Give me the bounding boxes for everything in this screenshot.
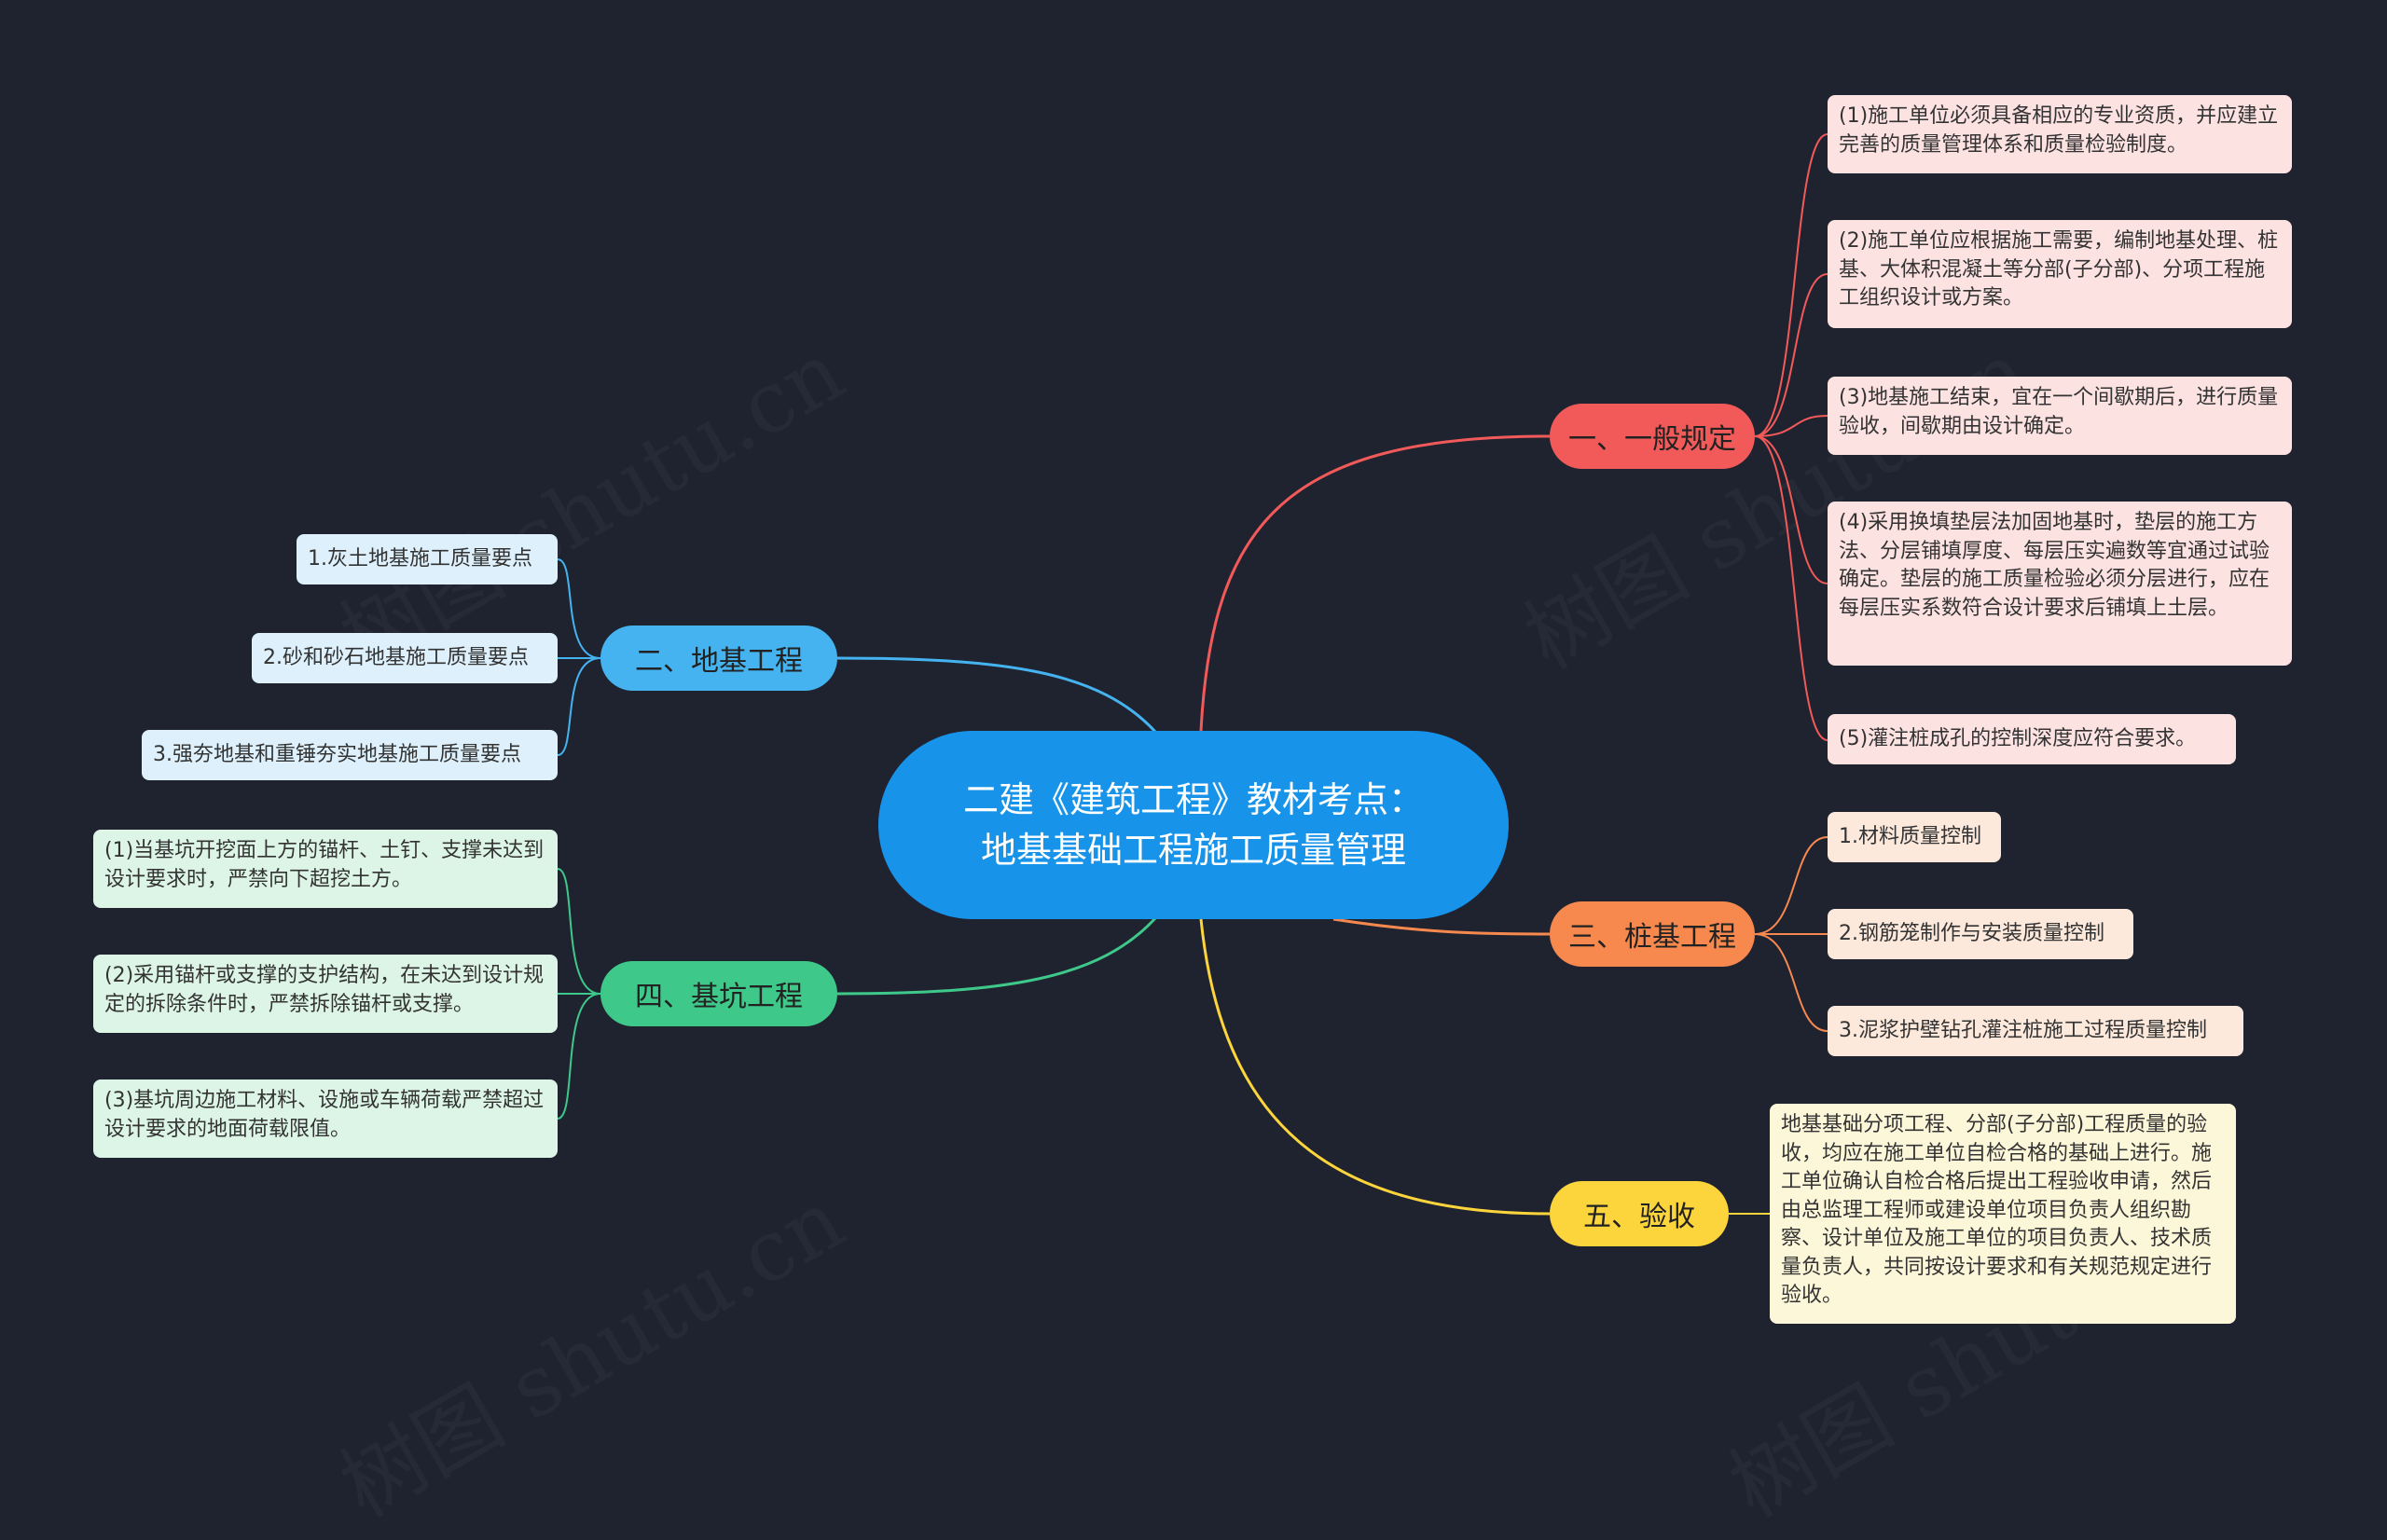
leaf-text: 1.灰土地基施工质量要点: [308, 546, 532, 571]
leaf-text: (2)采用锚杆或支撑的支护结构，在未达到设计规定的拆除条件时，严禁拆除锚杆或支撑…: [104, 964, 545, 1016]
leaf-pile-2[interactable]: 2.钢筋笼制作与安装质量控制: [1828, 909, 2133, 959]
leaf-text: (1)施工单位必须具备相应的专业资质，并应建立完善的质量管理体系和质量检验制度。: [1839, 104, 2279, 157]
leaf-text: (4)采用换填垫层法加固地基时，垫层的施工方法、分层铺填厚度、每层压实遍数等宜通…: [1839, 511, 2270, 620]
leaf-pile-1[interactable]: 1.材料质量控制: [1828, 812, 2001, 862]
branch-general[interactable]: 一、一般规定: [1550, 404, 1755, 469]
leaf-text: (3)地基施工结束，宜在一个间歇期后，进行质量验收，间歇期由设计确定。: [1839, 386, 2279, 438]
leaf-pit-2[interactable]: (2)采用锚杆或支撑的支护结构，在未达到设计规定的拆除条件时，严禁拆除锚杆或支撑…: [93, 955, 558, 1033]
link-foundation-3: [557, 657, 601, 756]
leaf-pit-1[interactable]: (1)当基坑开挖面上方的锚杆、土钉、支撑未达到设计要求时，严禁向下超挖土方。: [93, 830, 558, 908]
link-general-4: [1754, 435, 1828, 584]
leaf-text: (3)基坑周边施工材料、设施或车辆荷载严禁超过设计要求的地面荷载限值。: [104, 1089, 545, 1141]
leaf-text: 2.钢筋笼制作与安装质量控制: [1839, 921, 2104, 945]
leaf-text: 地基基础分项工程、分部(子分部)工程质量的验收，均应在施工单位自检合格的基础上进…: [1781, 1113, 2213, 1307]
root-topic-text: 二建《建筑工程》教材考点：地基基础工程施工质量管理: [962, 779, 1424, 871]
link-pile-3: [1754, 933, 1828, 1032]
branch-pile[interactable]: 三、桩基工程: [1550, 901, 1755, 967]
link-root-acceptance: [1199, 918, 1551, 1216]
branch-acceptance-label: 五、验收: [1583, 1201, 1695, 1233]
leaf-general-4[interactable]: (4)采用换填垫层法加固地基时，垫层的施工方法、分层铺填厚度、每层压实遍数等宜通…: [1828, 502, 2292, 666]
leaf-text: 1.材料质量控制: [1839, 824, 1981, 848]
leaf-text: 3.强夯地基和重锤夯实地基施工质量要点: [153, 742, 521, 766]
leaf-foundation-2[interactable]: 2.砂和砂石地基施工质量要点: [252, 633, 558, 683]
leaf-text: 2.砂和砂石地基施工质量要点: [263, 645, 529, 669]
link-root-pit: [836, 915, 1158, 996]
branch-pile-label: 三、桩基工程: [1568, 921, 1736, 954]
link-pit-1: [557, 868, 601, 995]
branch-general-label: 一、一般规定: [1568, 423, 1736, 456]
link-general-2: [1754, 273, 1828, 437]
link-pile-1: [1754, 836, 1828, 935]
branch-acceptance[interactable]: 五、验收: [1550, 1181, 1729, 1246]
branch-pit-label: 四、基坑工程: [635, 981, 803, 1013]
leaf-text: (1)当基坑开挖面上方的锚杆、土钉、支撑未达到设计要求时，严禁向下超挖土方。: [104, 839, 545, 891]
connector-lines: [557, 133, 1828, 1216]
leaf-foundation-1[interactable]: 1.灰土地基施工质量要点: [297, 534, 558, 584]
branch-foundation[interactable]: 二、地基工程: [600, 626, 837, 691]
mindmap-canvas: 树图 shutu.cn 树图 shutu.cn 树图 shutu.cn 树图 s…: [93, 95, 2292, 1324]
link-pit-3: [557, 993, 601, 1120]
branch-foundation-label: 二、地基工程: [635, 645, 803, 678]
leaf-text: 3.泥浆护壁钻孔灌注桩施工过程质量控制: [1839, 1018, 2207, 1042]
link-root-foundation: [836, 656, 1158, 735]
leaf-text: (2)施工单位应根据施工需要，编制地基处理、桩基、大体积混凝土等分部(子分部)、…: [1839, 229, 2279, 309]
link-root-pile: [1332, 917, 1551, 936]
leaf-general-1[interactable]: (1)施工单位必须具备相应的专业资质，并应建立完善的质量管理体系和质量检验制度。: [1828, 95, 2292, 173]
link-root-general: [1199, 434, 1551, 732]
leaf-general-5[interactable]: (5)灌注桩成孔的控制深度应符合要求。: [1828, 714, 2236, 764]
leaf-general-3[interactable]: (3)地基施工结束，宜在一个间歇期后，进行质量验收，间歇期由设计确定。: [1828, 377, 2292, 455]
link-general-1: [1754, 133, 1828, 437]
leaf-text: (5)灌注桩成孔的控制深度应符合要求。: [1839, 726, 2197, 750]
leaf-general-2[interactable]: (2)施工单位应根据施工需要，编制地基处理、桩基、大体积混凝土等分部(子分部)、…: [1828, 220, 2292, 328]
link-foundation-1: [557, 558, 601, 659]
leaf-foundation-3[interactable]: 3.强夯地基和重锤夯实地基施工质量要点: [142, 730, 558, 780]
leaf-pile-3[interactable]: 3.泥浆护壁钻孔灌注桩施工过程质量控制: [1828, 1006, 2243, 1056]
leaf-pit-3[interactable]: (3)基坑周边施工材料、设施或车辆荷载严禁超过设计要求的地面荷载限值。: [93, 1079, 558, 1158]
branch-pit[interactable]: 四、基坑工程: [600, 961, 837, 1026]
root-topic[interactable]: 二建《建筑工程》教材考点：地基基础工程施工质量管理: [878, 731, 1509, 919]
link-general-3: [1754, 415, 1828, 437]
link-general-5: [1754, 435, 1828, 741]
leaf-acceptance-1[interactable]: 地基基础分项工程、分部(子分部)工程质量的验收，均应在施工单位自检合格的基础上进…: [1770, 1104, 2236, 1324]
